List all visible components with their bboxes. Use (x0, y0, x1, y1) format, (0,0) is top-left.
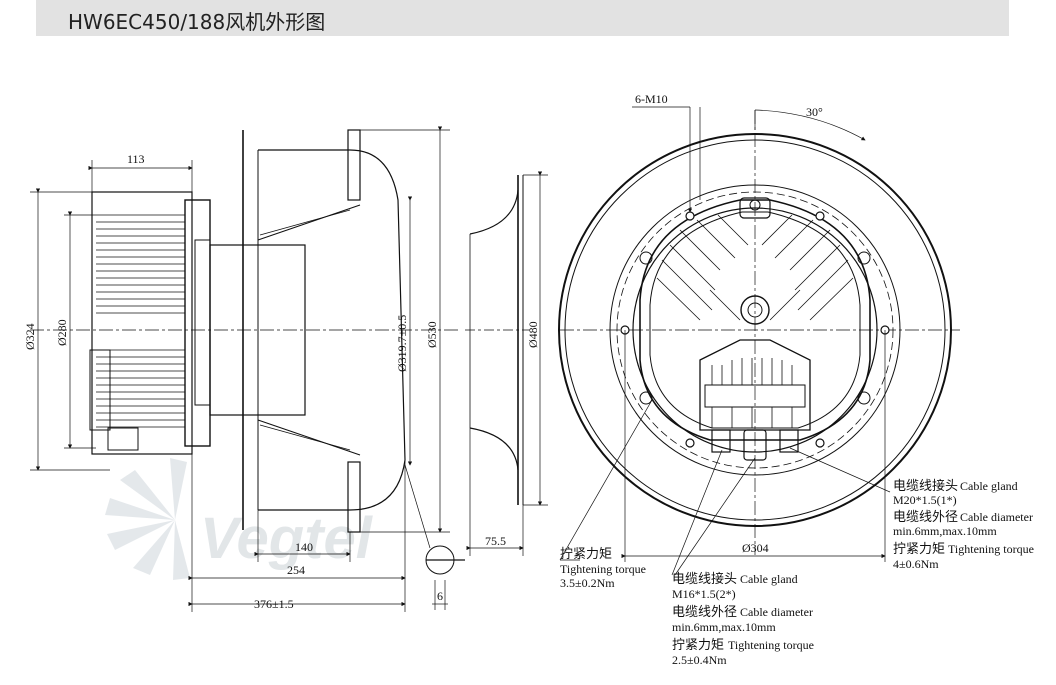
dim-6: 6 (437, 589, 443, 603)
svg-text:4±0.6Nm: 4±0.6Nm (893, 557, 939, 571)
dim-254: 254 (287, 563, 305, 577)
front-view-dimensions (559, 106, 891, 576)
svg-text:3.5±0.2Nm: 3.5±0.2Nm (560, 576, 615, 590)
dim-280: Ø280 (55, 319, 69, 346)
svg-text:min.6mm,max.10mm: min.6mm,max.10mm (672, 620, 776, 634)
mount-hole (815, 211, 825, 221)
front-view-dim-text: 6-M10 30° Ø304 (635, 92, 823, 555)
annotation-gland-right: 电缆线接头 Cable gland M20*1.5(1*) 电缆线外径 Cabl… (893, 478, 1034, 571)
svg-text:min.6mm,max.10mm: min.6mm,max.10mm (893, 524, 997, 538)
housing-hatching (656, 214, 854, 321)
side-view-dimensions (30, 126, 465, 612)
bolt-label: 6-M10 (635, 92, 668, 106)
side-view-dim-text: 113 Ø324 Ø280 Ø319.7±0.5 Ø530 140 254 37… (23, 152, 443, 611)
svg-text:M20*1.5(1*): M20*1.5(1*) (893, 493, 957, 507)
angle-label: 30° (806, 105, 823, 119)
dim-140: 140 (295, 540, 313, 554)
dim-480: Ø480 (526, 321, 540, 348)
front-view (558, 110, 960, 555)
watermark-text: Vegtel (200, 506, 374, 571)
svg-text:Tightening torque: Tightening torque (560, 562, 646, 576)
annotation-torque-left: 拧紧力矩 Tightening torque 3.5±0.2Nm (560, 547, 646, 590)
svg-text:Cable diameter: Cable diameter (960, 510, 1033, 524)
svg-text:电缆线接头: 电缆线接头 (672, 571, 737, 587)
svg-text:电缆线外径: 电缆线外径 (893, 509, 958, 525)
watermark-logo: Vegtel (105, 458, 374, 580)
page-title: HW6EC450/188风机外形图 (68, 10, 326, 34)
dim-75: 75.5 (485, 534, 506, 548)
dim-530: Ø530 (425, 321, 439, 348)
svg-text:M16*1.5(2*): M16*1.5(2*) (672, 587, 736, 601)
mount-hole (815, 438, 825, 448)
svg-text:Tightening torque: Tightening torque (948, 542, 1034, 556)
dim-324: Ø324 (23, 323, 37, 350)
dim-304: Ø304 (742, 541, 769, 555)
dim-113: 113 (127, 152, 145, 166)
mount-hole (685, 211, 695, 221)
svg-text:电缆线外径: 电缆线外径 (672, 604, 737, 620)
mount-hole (685, 438, 695, 448)
svg-text:Tightening torque: Tightening torque (728, 638, 814, 652)
svg-text:拧紧力矩: 拧紧力矩 (672, 638, 724, 653)
svg-text:2.5±0.4Nm: 2.5±0.4Nm (672, 653, 727, 667)
svg-text:Cable gland: Cable gland (740, 572, 798, 586)
annotation-gland-bottom: 电缆线接头 Cable gland M16*1.5(2*) 电缆线外径 Cabl… (672, 571, 814, 667)
title-bar: HW6EC450/188风机外形图 (36, 0, 1009, 36)
svg-text:Cable gland: Cable gland (960, 479, 1018, 493)
dim-376: 376±1.5 (254, 597, 294, 611)
svg-text:拧紧力矩: 拧紧力矩 (560, 547, 612, 562)
svg-text:Cable diameter: Cable diameter (740, 605, 813, 619)
svg-text:拧紧力矩: 拧紧力矩 (893, 542, 945, 557)
dim-319: Ø319.7±0.5 (395, 315, 409, 372)
inlet-ring-dim-text: Ø480 75.5 (485, 321, 540, 548)
side-view (30, 129, 460, 533)
inlet-ring-view (465, 171, 548, 556)
svg-text:电缆线接头: 电缆线接头 (893, 478, 958, 494)
